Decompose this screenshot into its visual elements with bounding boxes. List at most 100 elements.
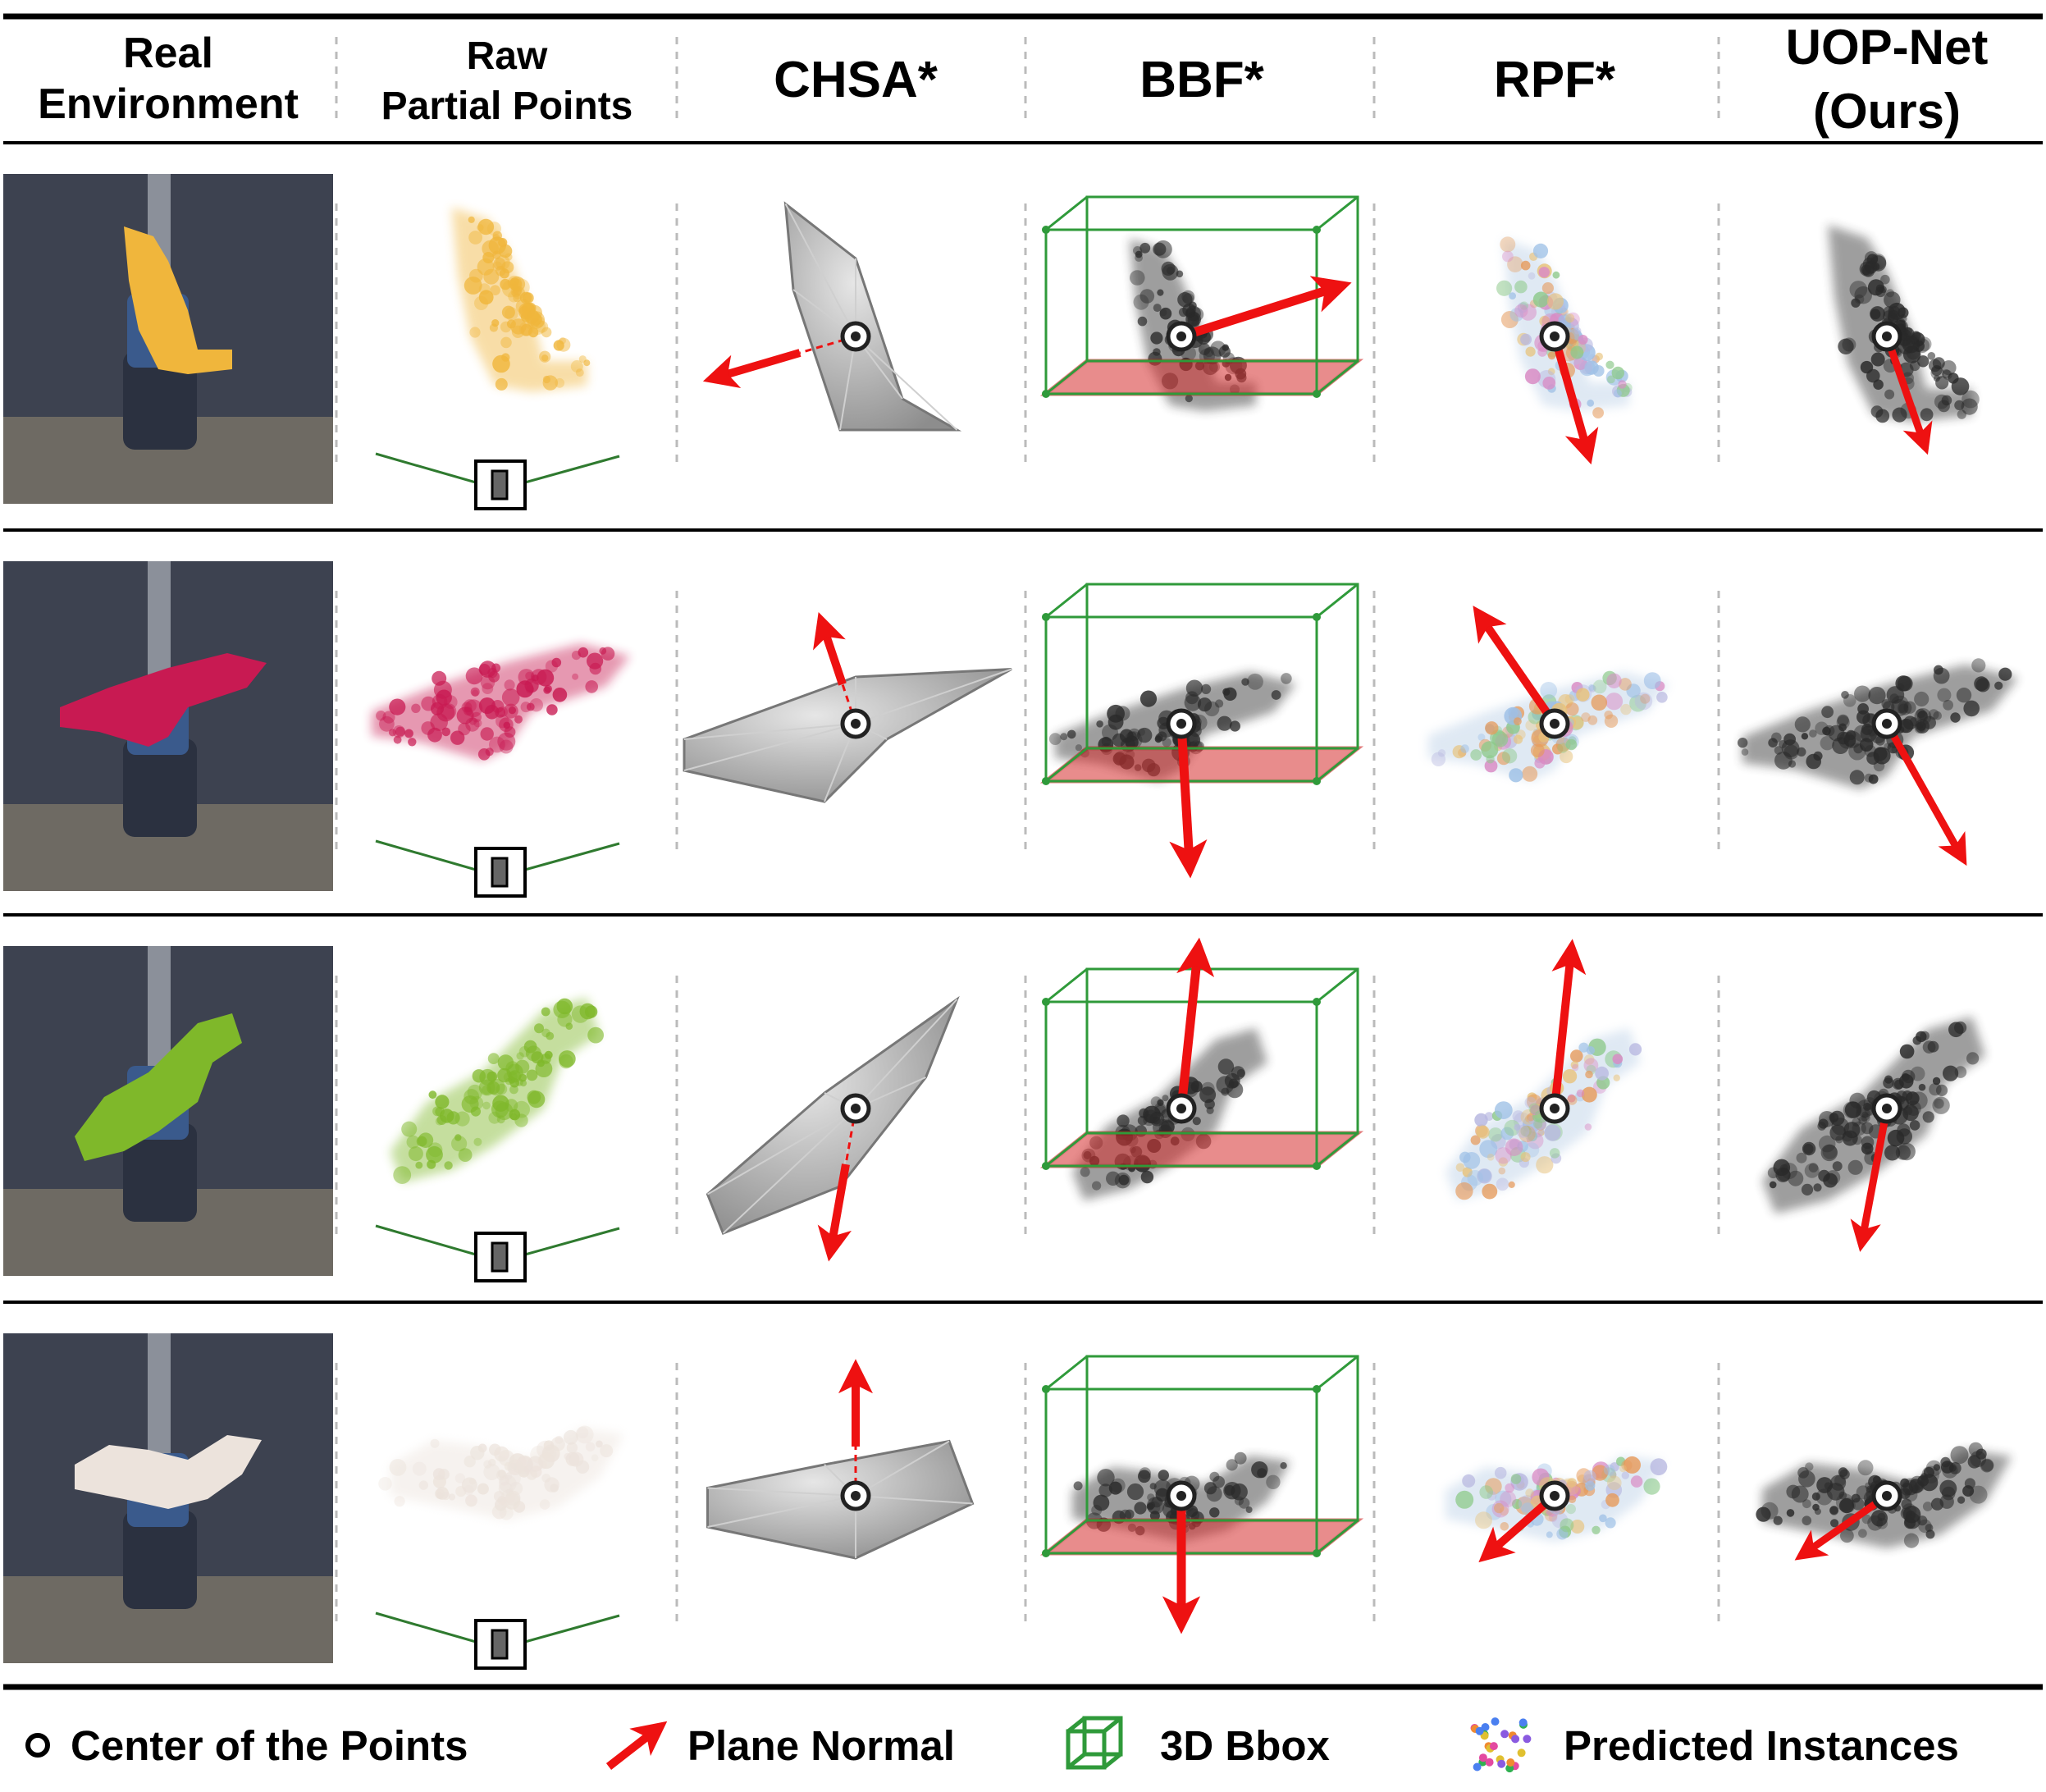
cloud-point	[552, 688, 568, 702]
cloud-point	[1893, 1079, 1904, 1090]
cloud-point	[1138, 1470, 1151, 1483]
cloud-point	[1578, 335, 1588, 345]
instance-dot	[1491, 1717, 1500, 1726]
cloud-point	[1153, 304, 1162, 313]
photo-object	[75, 1435, 262, 1509]
cloud-point	[1231, 1483, 1248, 1501]
header-raw-line2: Partial Points	[381, 85, 633, 128]
cloud-point	[1565, 313, 1575, 323]
real-environment-photo	[3, 561, 333, 891]
cloud-point	[1571, 1486, 1581, 1496]
support-plane	[1039, 1518, 1364, 1556]
cloud-point	[487, 1053, 500, 1064]
cloud-point	[501, 688, 520, 706]
cloud-point	[1154, 240, 1172, 258]
cloud-point	[1803, 1144, 1814, 1154]
cloud-point	[1578, 360, 1593, 374]
cloud-point	[389, 1459, 407, 1476]
camera-frustum-left	[375, 452, 477, 484]
cloud-point	[1870, 352, 1885, 367]
cloud-point	[1801, 1183, 1814, 1195]
cloud-point	[1797, 747, 1806, 757]
cloud-point	[1565, 738, 1578, 751]
cloud-point	[1900, 1478, 1910, 1488]
cloud-point	[464, 1485, 474, 1496]
cloud-point	[1540, 682, 1558, 699]
cloud-point	[1154, 1102, 1167, 1114]
cloud-point	[1588, 684, 1596, 693]
cloud-point	[1592, 407, 1604, 418]
cloud-point	[523, 304, 532, 313]
cloud-point	[1906, 1100, 1921, 1116]
cloud-point	[1848, 743, 1866, 761]
cloud-point	[1125, 735, 1139, 749]
cloud-point	[1494, 1466, 1507, 1479]
cloud-point	[1828, 725, 1845, 742]
center-marker-dot	[1550, 331, 1560, 341]
cloud-point	[1139, 1467, 1151, 1479]
cloud-point	[393, 735, 402, 744]
cloud-point	[1741, 748, 1749, 756]
cloud-point	[1271, 690, 1281, 700]
bbox-back-face	[1085, 967, 1359, 1135]
cloud-point	[1903, 701, 1916, 714]
cloud-point	[1916, 336, 1932, 352]
cloud-point	[577, 1426, 589, 1439]
cloud-point	[1226, 1459, 1238, 1471]
cloud-point	[1460, 744, 1469, 753]
raw-partial-points	[375, 1425, 624, 1670]
cloud-point	[498, 238, 508, 248]
cloud-point	[1840, 1529, 1854, 1543]
cloud-point	[1524, 368, 1541, 385]
bbox-vertex	[1042, 1549, 1050, 1557]
cloud-point	[1856, 710, 1870, 725]
camera-icon-body	[491, 469, 509, 501]
legend: Center of the Points Plane Normal 3D Bbo…	[25, 1716, 1959, 1773]
cloud-point	[1889, 693, 1899, 703]
cloud-point	[1774, 751, 1793, 770]
cloud-point	[1898, 1142, 1916, 1161]
cloud-point	[404, 729, 413, 738]
bbox-3d	[1042, 967, 1359, 1170]
cloud-point	[1213, 1475, 1225, 1488]
cloud-point	[1797, 1467, 1810, 1479]
cloud-point	[526, 702, 535, 711]
cloud-point	[1783, 733, 1797, 746]
camera-icon	[474, 1619, 527, 1670]
cloud-point	[1928, 709, 1939, 720]
cloud-point	[1583, 1470, 1596, 1483]
cloud-point	[1479, 1140, 1498, 1159]
cloud-point	[544, 1477, 559, 1493]
cloud-point	[1476, 1125, 1490, 1139]
legend-normal-label: Plane Normal	[687, 1722, 955, 1769]
bbf-result	[1039, 937, 1364, 1200]
cloud-point	[1570, 1061, 1579, 1069]
cloud-point	[1546, 1531, 1553, 1538]
cloud-point	[1909, 360, 1920, 372]
cloud-point	[408, 1146, 423, 1162]
cloud-point	[1619, 1465, 1627, 1473]
cloud-point	[1813, 751, 1823, 761]
cloud-point	[1475, 1511, 1492, 1529]
bbox-vertex	[1042, 1385, 1050, 1393]
instance-dot	[1523, 1735, 1532, 1744]
plane-normal-arrow	[1550, 939, 1587, 1109]
cloud-point	[1509, 292, 1516, 299]
cloud-point	[557, 1012, 573, 1027]
cloud-point	[1187, 313, 1200, 327]
photo-robot-base	[123, 738, 197, 837]
cloud-point	[1280, 1462, 1287, 1470]
cloud-point	[1832, 1161, 1843, 1172]
cloud-point	[1843, 734, 1851, 743]
cloud-point	[500, 278, 511, 290]
arrow-icon	[605, 1721, 668, 1770]
cloud-point	[1231, 1066, 1245, 1080]
cloud-point	[519, 1080, 527, 1087]
cloud-point	[1217, 715, 1232, 731]
cloud-point	[1940, 1456, 1951, 1468]
cloud-point	[1455, 1163, 1465, 1173]
instance-dot	[1511, 1735, 1520, 1744]
cloud-point	[1092, 1181, 1102, 1191]
cloud-point	[599, 647, 607, 655]
cloud-point	[1477, 1168, 1491, 1182]
